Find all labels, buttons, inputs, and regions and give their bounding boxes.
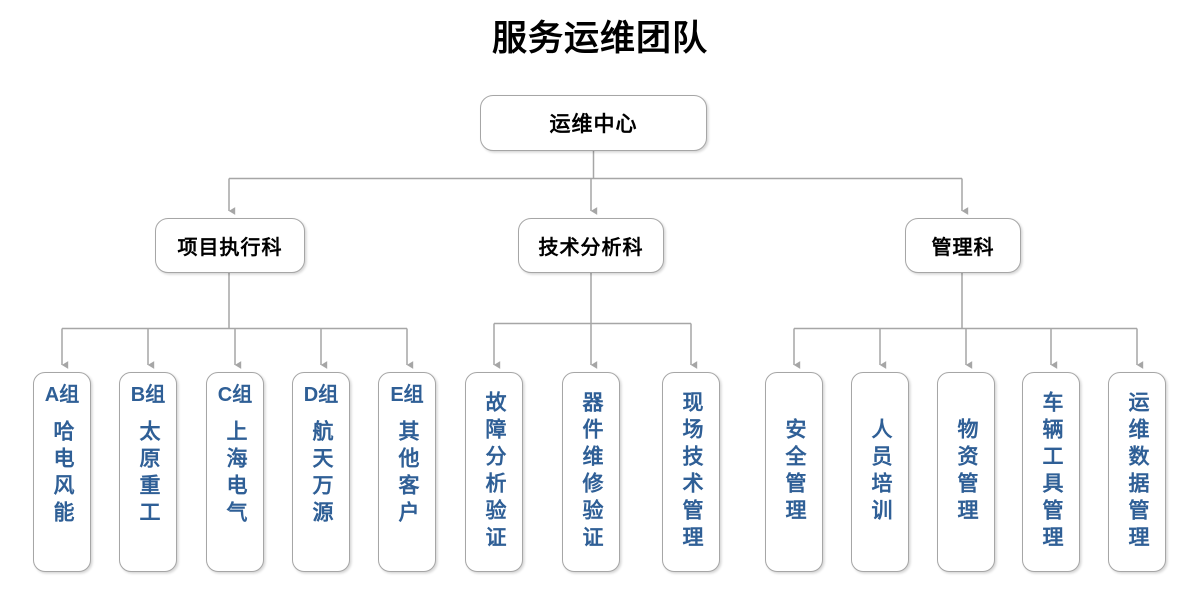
node-leaf-g0-2-code: C组 — [217, 384, 253, 406]
node-leaf-g0-1-code: B组 — [130, 384, 166, 406]
node-leaf-g2-2-name: 物资管理 — [955, 418, 978, 526]
page-title: 服务运维团队 — [491, 19, 708, 58]
node-leaf-g1-1-name: 器件维修验证 — [580, 391, 603, 553]
node-department-0-label: 项目执行科 — [177, 237, 283, 259]
node-department-2-label: 管理科 — [931, 237, 995, 259]
node-leaf-g1-2-name: 现场技术管理 — [680, 391, 703, 553]
node-leaf-g0-0-name: 哈电风能 — [51, 420, 74, 528]
node-leaf-g2-4-name: 运维数据管理 — [1126, 391, 1149, 553]
node-leaf-g0-3-code: D组 — [303, 384, 339, 406]
node-leaf-g0-0[interactable]: A组 哈电风能 — [33, 372, 91, 572]
node-root-label: 运维中心 — [549, 113, 638, 136]
node-leaf-g0-3-name: 航天万源 — [310, 420, 333, 528]
node-department-0[interactable]: 项目执行科 — [155, 218, 305, 273]
node-leaf-g2-2[interactable]: 物资管理 — [937, 372, 995, 572]
node-leaf-g1-0[interactable]: 故障分析验证 — [465, 372, 523, 572]
node-leaf-g1-0-name: 故障分析验证 — [483, 391, 506, 553]
node-leaf-g0-1[interactable]: B组 太原重工 — [119, 372, 177, 572]
node-leaf-g0-3[interactable]: D组 航天万源 — [292, 372, 350, 572]
node-leaf-g0-2[interactable]: C组 上海电气 — [206, 372, 264, 572]
node-leaf-g0-4[interactable]: E组 其他客户 — [378, 372, 436, 572]
node-department-1-label: 技术分析科 — [538, 237, 644, 259]
node-leaf-g2-1[interactable]: 人员培训 — [851, 372, 909, 572]
node-leaf-g2-4[interactable]: 运维数据管理 — [1108, 372, 1166, 572]
node-leaf-g2-3[interactable]: 车辆工具管理 — [1022, 372, 1080, 572]
node-leaf-g0-1-name: 太原重工 — [137, 420, 160, 528]
node-leaf-g0-4-code: E组 — [390, 384, 424, 406]
node-leaf-g2-3-name: 车辆工具管理 — [1040, 391, 1063, 553]
node-leaf-g0-2-name: 上海电气 — [224, 420, 247, 528]
node-leaf-g1-2[interactable]: 现场技术管理 — [662, 372, 720, 572]
node-leaf-g0-0-code: A组 — [44, 384, 80, 406]
node-leaf-g2-0-name: 安全管理 — [783, 418, 806, 526]
node-department-2[interactable]: 管理科 — [905, 218, 1021, 273]
node-leaf-g2-0[interactable]: 安全管理 — [765, 372, 823, 572]
node-department-1[interactable]: 技术分析科 — [518, 218, 664, 273]
node-leaf-g0-4-name: 其他客户 — [396, 420, 419, 528]
node-root[interactable]: 运维中心 — [480, 95, 707, 151]
node-leaf-g2-1-name: 人员培训 — [869, 418, 892, 526]
node-leaf-g1-1[interactable]: 器件维修验证 — [562, 372, 620, 572]
